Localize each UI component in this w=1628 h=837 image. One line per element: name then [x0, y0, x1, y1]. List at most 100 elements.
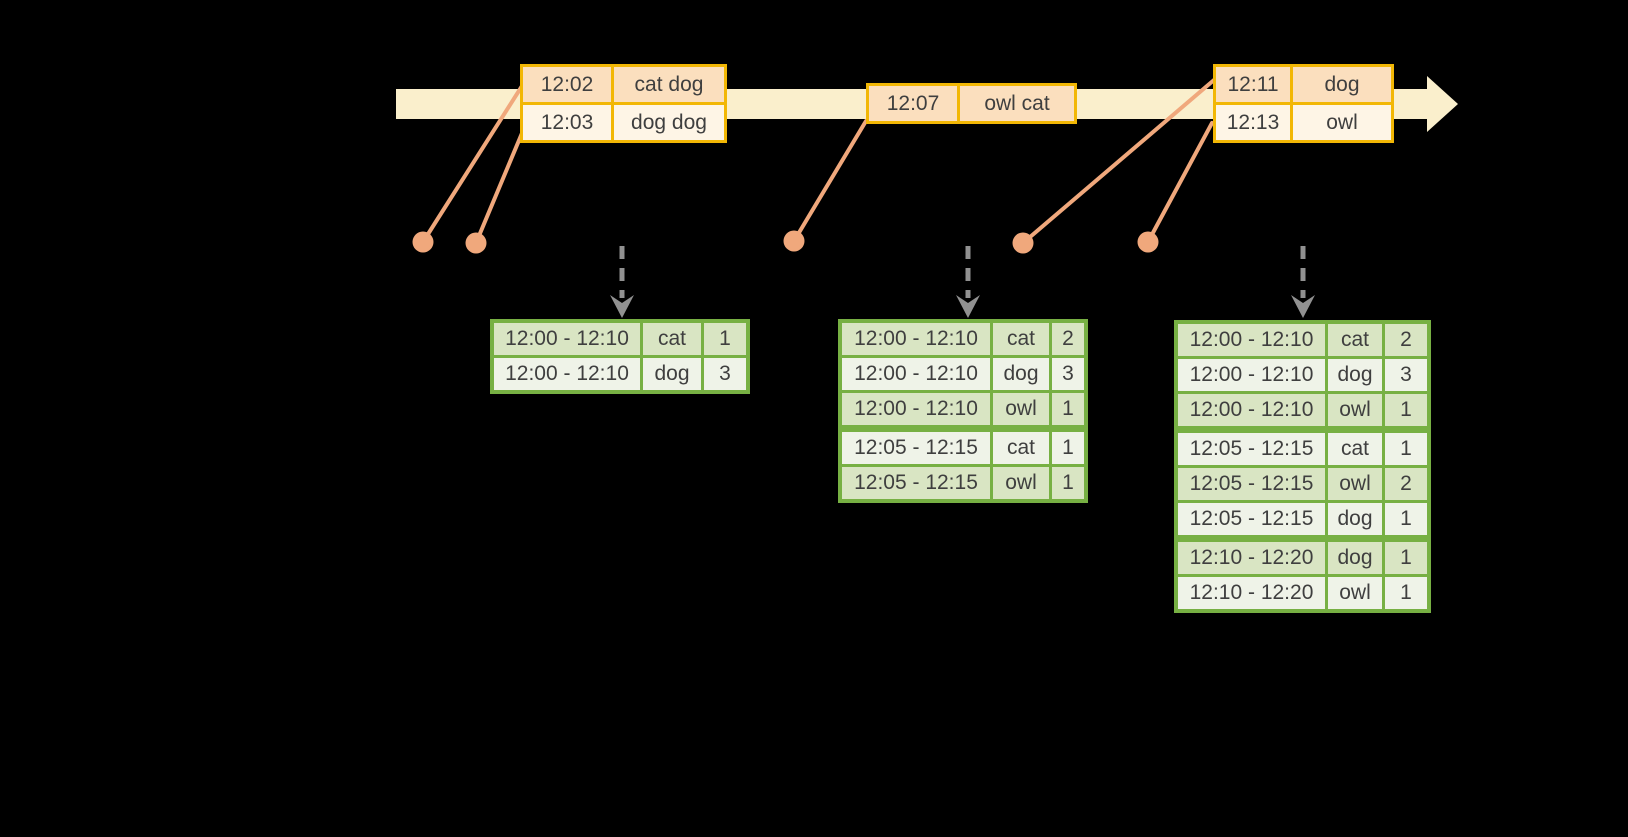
- event-dot: [465, 232, 487, 254]
- event-time-cell: 12:13: [1216, 105, 1290, 140]
- word-cell: dog: [993, 358, 1049, 390]
- window-cell: 12:00 - 12:10: [842, 323, 990, 355]
- count-cell: 1: [1385, 394, 1427, 426]
- word-cell: dog: [1328, 542, 1382, 574]
- count-cell: 1: [1052, 393, 1084, 425]
- connector-line: [474, 124, 527, 245]
- window-cell: 12:00 - 12:10: [842, 393, 990, 425]
- count-cell: 1: [1385, 433, 1427, 465]
- word-cell: cat: [643, 323, 701, 355]
- event-words-cell: dog: [1293, 67, 1391, 102]
- count-cell: 1: [1052, 467, 1084, 499]
- count-cell: 2: [1052, 323, 1084, 355]
- connector-line: [421, 84, 524, 244]
- event-words-cell: cat dog: [614, 67, 724, 102]
- word-cell: cat: [1328, 433, 1382, 465]
- event-dot: [1012, 232, 1034, 254]
- event-time-cell: 12:02: [523, 67, 611, 102]
- connector-line: [1021, 78, 1216, 245]
- count-cell: 3: [1052, 358, 1084, 390]
- count-cell: 1: [1052, 432, 1084, 464]
- word-cell: owl: [1328, 577, 1382, 609]
- count-cell: 1: [1385, 577, 1427, 609]
- window-cell: 12:00 - 12:10: [1178, 324, 1325, 356]
- window-cell: 12:05 - 12:15: [1178, 503, 1325, 535]
- event-words-cell: dog dog: [614, 105, 724, 140]
- event-words-cell: owl: [1293, 105, 1391, 140]
- window-cell: 12:10 - 12:20: [1178, 542, 1325, 574]
- event-dot: [412, 231, 434, 253]
- window-cell: 12:00 - 12:10: [1178, 359, 1325, 391]
- count-cell: 3: [1385, 359, 1427, 391]
- word-cell: owl: [993, 393, 1049, 425]
- window-cell: 12:00 - 12:10: [494, 323, 640, 355]
- window-cell: 12:00 - 12:10: [494, 358, 640, 390]
- count-cell: 1: [704, 323, 746, 355]
- trigger-arrowhead-icon: [1291, 295, 1315, 318]
- event-time-cell: 12:03: [523, 105, 611, 140]
- word-cell: owl: [993, 467, 1049, 499]
- event-words-cell: owl cat: [960, 86, 1074, 121]
- count-cell: 2: [1385, 324, 1427, 356]
- window-cell: 12:05 - 12:15: [1178, 468, 1325, 500]
- word-cell: dog: [643, 358, 701, 390]
- event-dot: [1137, 231, 1159, 253]
- count-cell: 1: [1385, 542, 1427, 574]
- word-cell: owl: [1328, 394, 1382, 426]
- window-cell: 12:05 - 12:15: [842, 432, 990, 464]
- event-dot: [783, 230, 805, 252]
- word-cell: cat: [1328, 324, 1382, 356]
- event-time-cell: 12:07: [869, 86, 957, 121]
- window-cell: 12:05 - 12:15: [842, 467, 990, 499]
- event-time-cell: 12:11: [1216, 67, 1290, 102]
- count-cell: 3: [704, 358, 746, 390]
- window-cell: 12:05 - 12:15: [1178, 433, 1325, 465]
- word-cell: cat: [993, 432, 1049, 464]
- word-cell: dog: [1328, 503, 1382, 535]
- count-cell: 2: [1385, 468, 1427, 500]
- window-cell: 12:10 - 12:20: [1178, 577, 1325, 609]
- timeline-arrowhead-icon: [1427, 76, 1458, 132]
- count-cell: 1: [1385, 503, 1427, 535]
- word-cell: owl: [1328, 468, 1382, 500]
- word-cell: dog: [1328, 359, 1382, 391]
- window-cell: 12:00 - 12:10: [842, 358, 990, 390]
- window-cell: 12:00 - 12:10: [1178, 394, 1325, 426]
- trigger-arrowhead-icon: [610, 295, 634, 318]
- trigger-arrowhead-icon: [956, 295, 980, 318]
